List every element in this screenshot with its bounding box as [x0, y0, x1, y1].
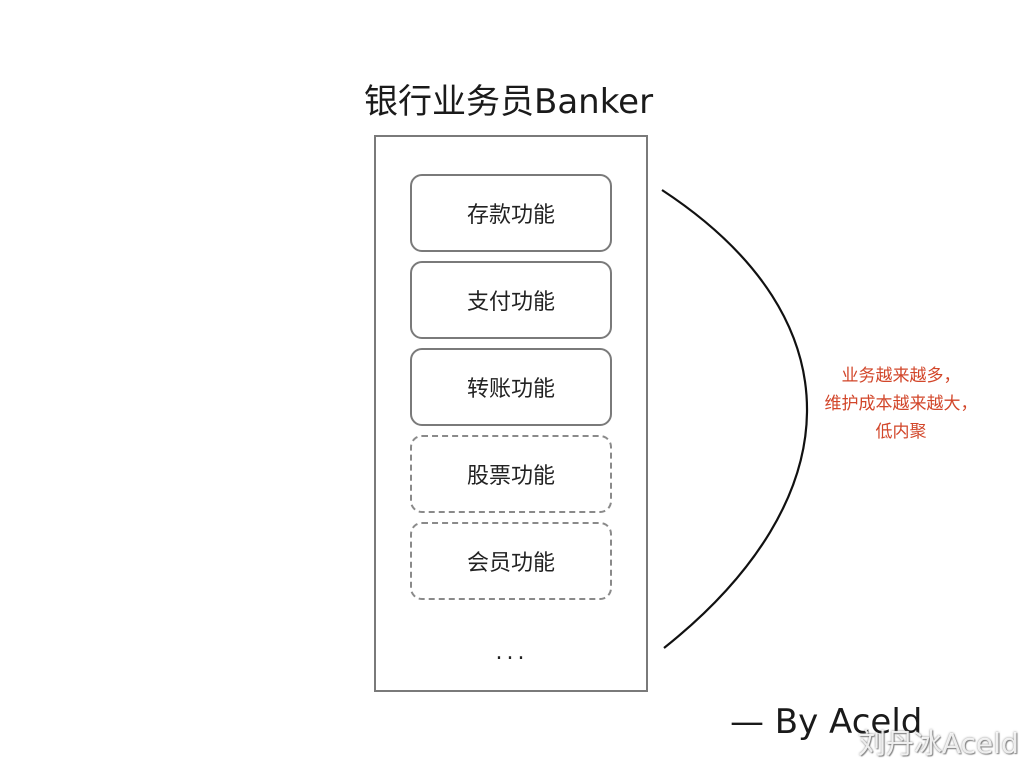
annotation-line-1: 业务越来越多， — [841, 366, 961, 386]
function-box-transfer: 转账功能 — [410, 348, 612, 426]
function-box-payment: 支付功能 — [410, 261, 612, 339]
annotation-note: 业务越来越多， 维护成本越来越大， 低内聚 — [806, 362, 996, 446]
annotation-line-2: 维护成本越来越大， — [824, 394, 978, 414]
diagram-title: 银行业务员Banker — [364, 82, 654, 122]
banker-container-box — [374, 135, 648, 692]
annotation-line-3: 低内聚 — [875, 422, 927, 442]
function-box-deposit: 存款功能 — [410, 174, 612, 252]
function-box-member: 会员功能 — [410, 522, 612, 600]
author-byline: — By Aceld — [730, 702, 923, 742]
watermark: 刘丹冰Aceld — [858, 727, 1019, 760]
more-functions-ellipsis: ... — [495, 640, 529, 665]
function-box-stock: 股票功能 — [410, 435, 612, 513]
